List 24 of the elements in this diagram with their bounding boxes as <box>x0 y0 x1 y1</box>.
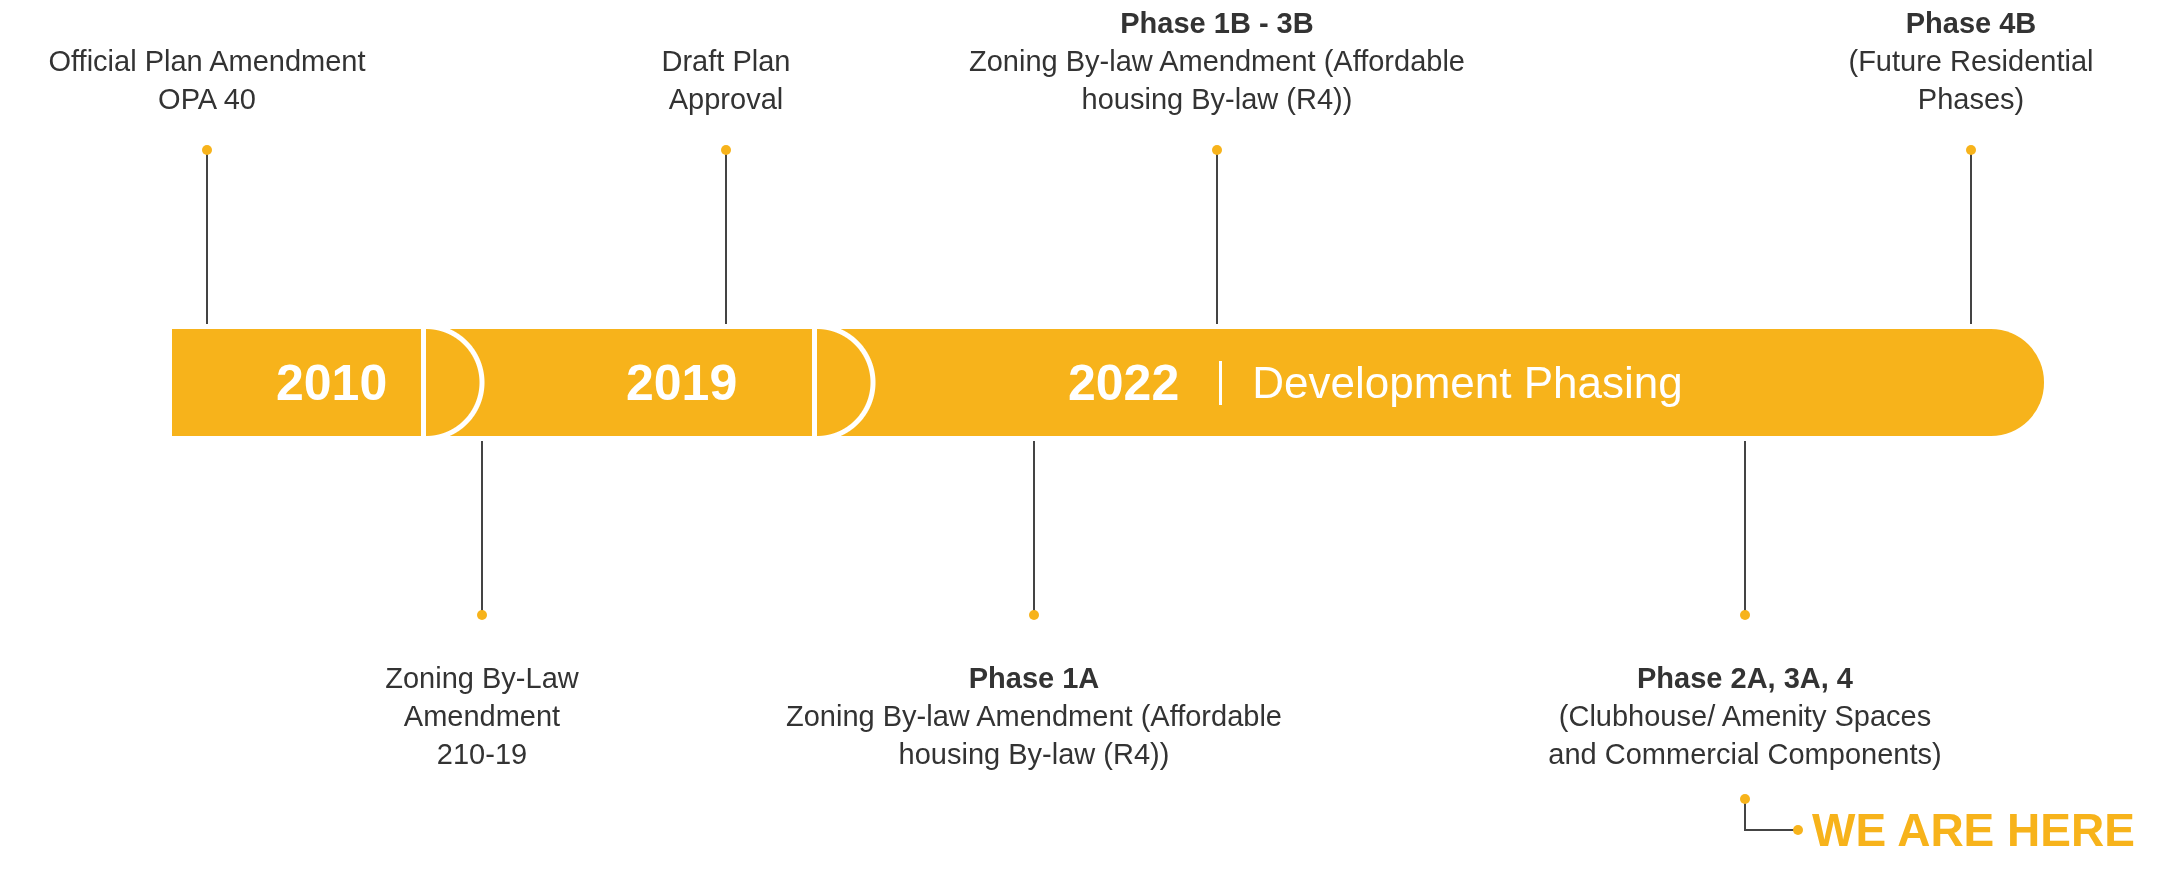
leader-line <box>1966 145 1976 325</box>
leader-line <box>1740 794 1803 835</box>
leader-line <box>1029 440 1039 620</box>
milestone-heading: Phase 4B <box>1904 6 2038 41</box>
leader-line <box>477 440 487 620</box>
milestone-text: Official Plan Amendment OPA 40 <box>47 44 367 117</box>
milestone-text: Zoning By-law Amendment (Affordable housing By-law (R4)) <box>785 699 1283 772</box>
milestone-text: Zoning By-law Amendment (Affordable housing By-law (R4)) <box>968 44 1466 117</box>
milestone-text: Zoning By-Law Amendment 210-19 <box>384 661 580 772</box>
milestone-text: Draft Plan Approval <box>660 44 792 117</box>
milestone-heading: Phase 1B - 3B <box>1119 6 1315 41</box>
milestone-text: (Clubhouse/ Amenity Spaces and Commercial Components) <box>1547 699 1943 772</box>
leader-line <box>721 145 731 325</box>
leader-line <box>1740 440 1750 620</box>
year-label: 2010 <box>276 353 388 412</box>
leader-line <box>202 145 212 325</box>
milestone-heading: Phase 1A <box>967 661 1101 696</box>
marker-label: WE ARE HERE <box>1812 803 2135 857</box>
year-label: 2019 <box>626 353 738 412</box>
year-label: 2022 <box>1068 353 1180 412</box>
leader-line <box>1212 145 1222 325</box>
milestone-heading: Phase 2A, 3A, 4 <box>1636 661 1854 696</box>
milestone-text: (Future Residential Phases) <box>1847 44 2095 117</box>
segment-title: Development Phasing <box>1252 357 1683 408</box>
